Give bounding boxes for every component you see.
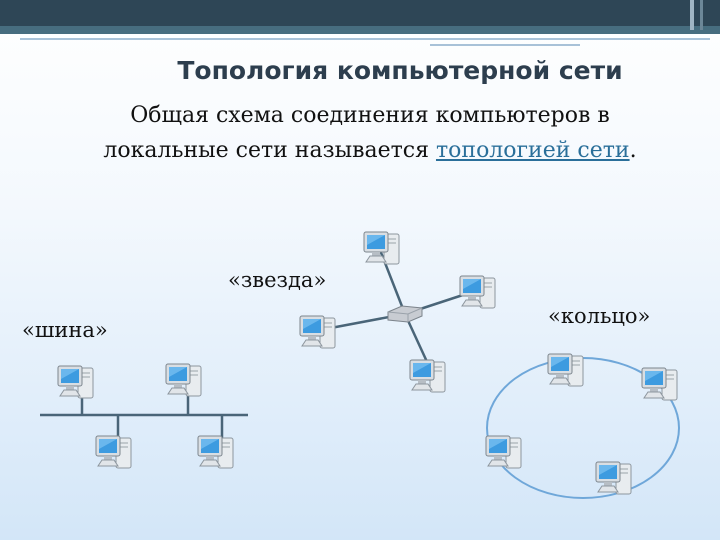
definition-text-end: . xyxy=(629,138,637,163)
computer-icon xyxy=(547,353,584,387)
computer-icon xyxy=(197,435,234,469)
computer-icon xyxy=(595,461,632,495)
slide-top-strip xyxy=(0,26,720,34)
decorative-line xyxy=(430,44,580,46)
slide-top-accent xyxy=(690,0,694,30)
computer-icon xyxy=(409,359,446,393)
decorative-line xyxy=(20,38,710,40)
ring-label: «кольцо» xyxy=(548,304,651,328)
star-label: «звезда» xyxy=(228,268,327,292)
slide-title: Топология компьютерной сети xyxy=(177,56,623,85)
computer-icon xyxy=(459,275,496,309)
definition-text-start: Общая схема соединения компьютеров в лок… xyxy=(103,103,610,163)
computer-icon xyxy=(57,365,94,399)
bus-topology xyxy=(40,388,248,438)
slide-top-bar xyxy=(0,0,720,30)
star-link xyxy=(403,313,430,365)
computer-icon xyxy=(641,367,678,401)
computer-icon xyxy=(485,435,522,469)
network-switch-icon xyxy=(387,305,423,323)
topology-term-link[interactable]: топологией сети xyxy=(435,138,630,163)
definition-text: Общая схема соединения компьютеров в лок… xyxy=(90,98,650,168)
bus-label: «шина» xyxy=(22,318,108,342)
computer-icon xyxy=(165,363,202,397)
computer-icon xyxy=(299,315,336,349)
computer-icon xyxy=(363,231,400,265)
computer-icon xyxy=(95,435,132,469)
slide-top-accent-2 xyxy=(700,0,703,30)
